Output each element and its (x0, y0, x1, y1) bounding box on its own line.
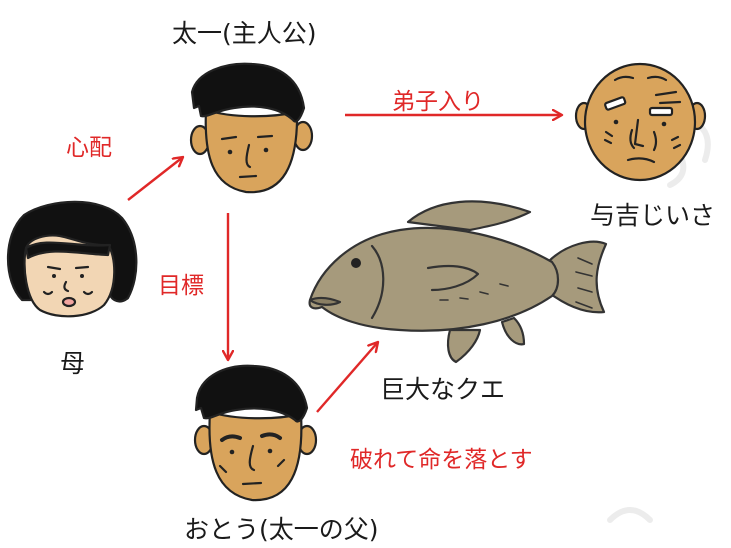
yokichi-label: 与吉じいさ (590, 201, 716, 230)
taichi-label: 太一(主人公) (172, 19, 317, 48)
arrow-defeated (316, 342, 378, 413)
old-man-face-icon (574, 62, 707, 182)
mother-face-icon (7, 200, 138, 318)
taichi-face-icon (189, 62, 314, 194)
kue-label: 巨大なクエ (380, 375, 506, 404)
father-label: おとう(太一の父) (184, 515, 379, 544)
father-face-icon (193, 364, 318, 502)
relation-defeated-label: 破れて命を落とす (350, 447, 533, 473)
mother-label: 母 (60, 349, 86, 378)
grouper-fish-icon (308, 200, 608, 364)
relation-goal-label: 目標 (158, 273, 204, 299)
relation-worry-label: 心配 (66, 135, 112, 161)
arrow-worry (127, 157, 183, 201)
watermark-mark (607, 117, 711, 523)
relation-apprentice-label: 弟子入り (392, 89, 484, 115)
